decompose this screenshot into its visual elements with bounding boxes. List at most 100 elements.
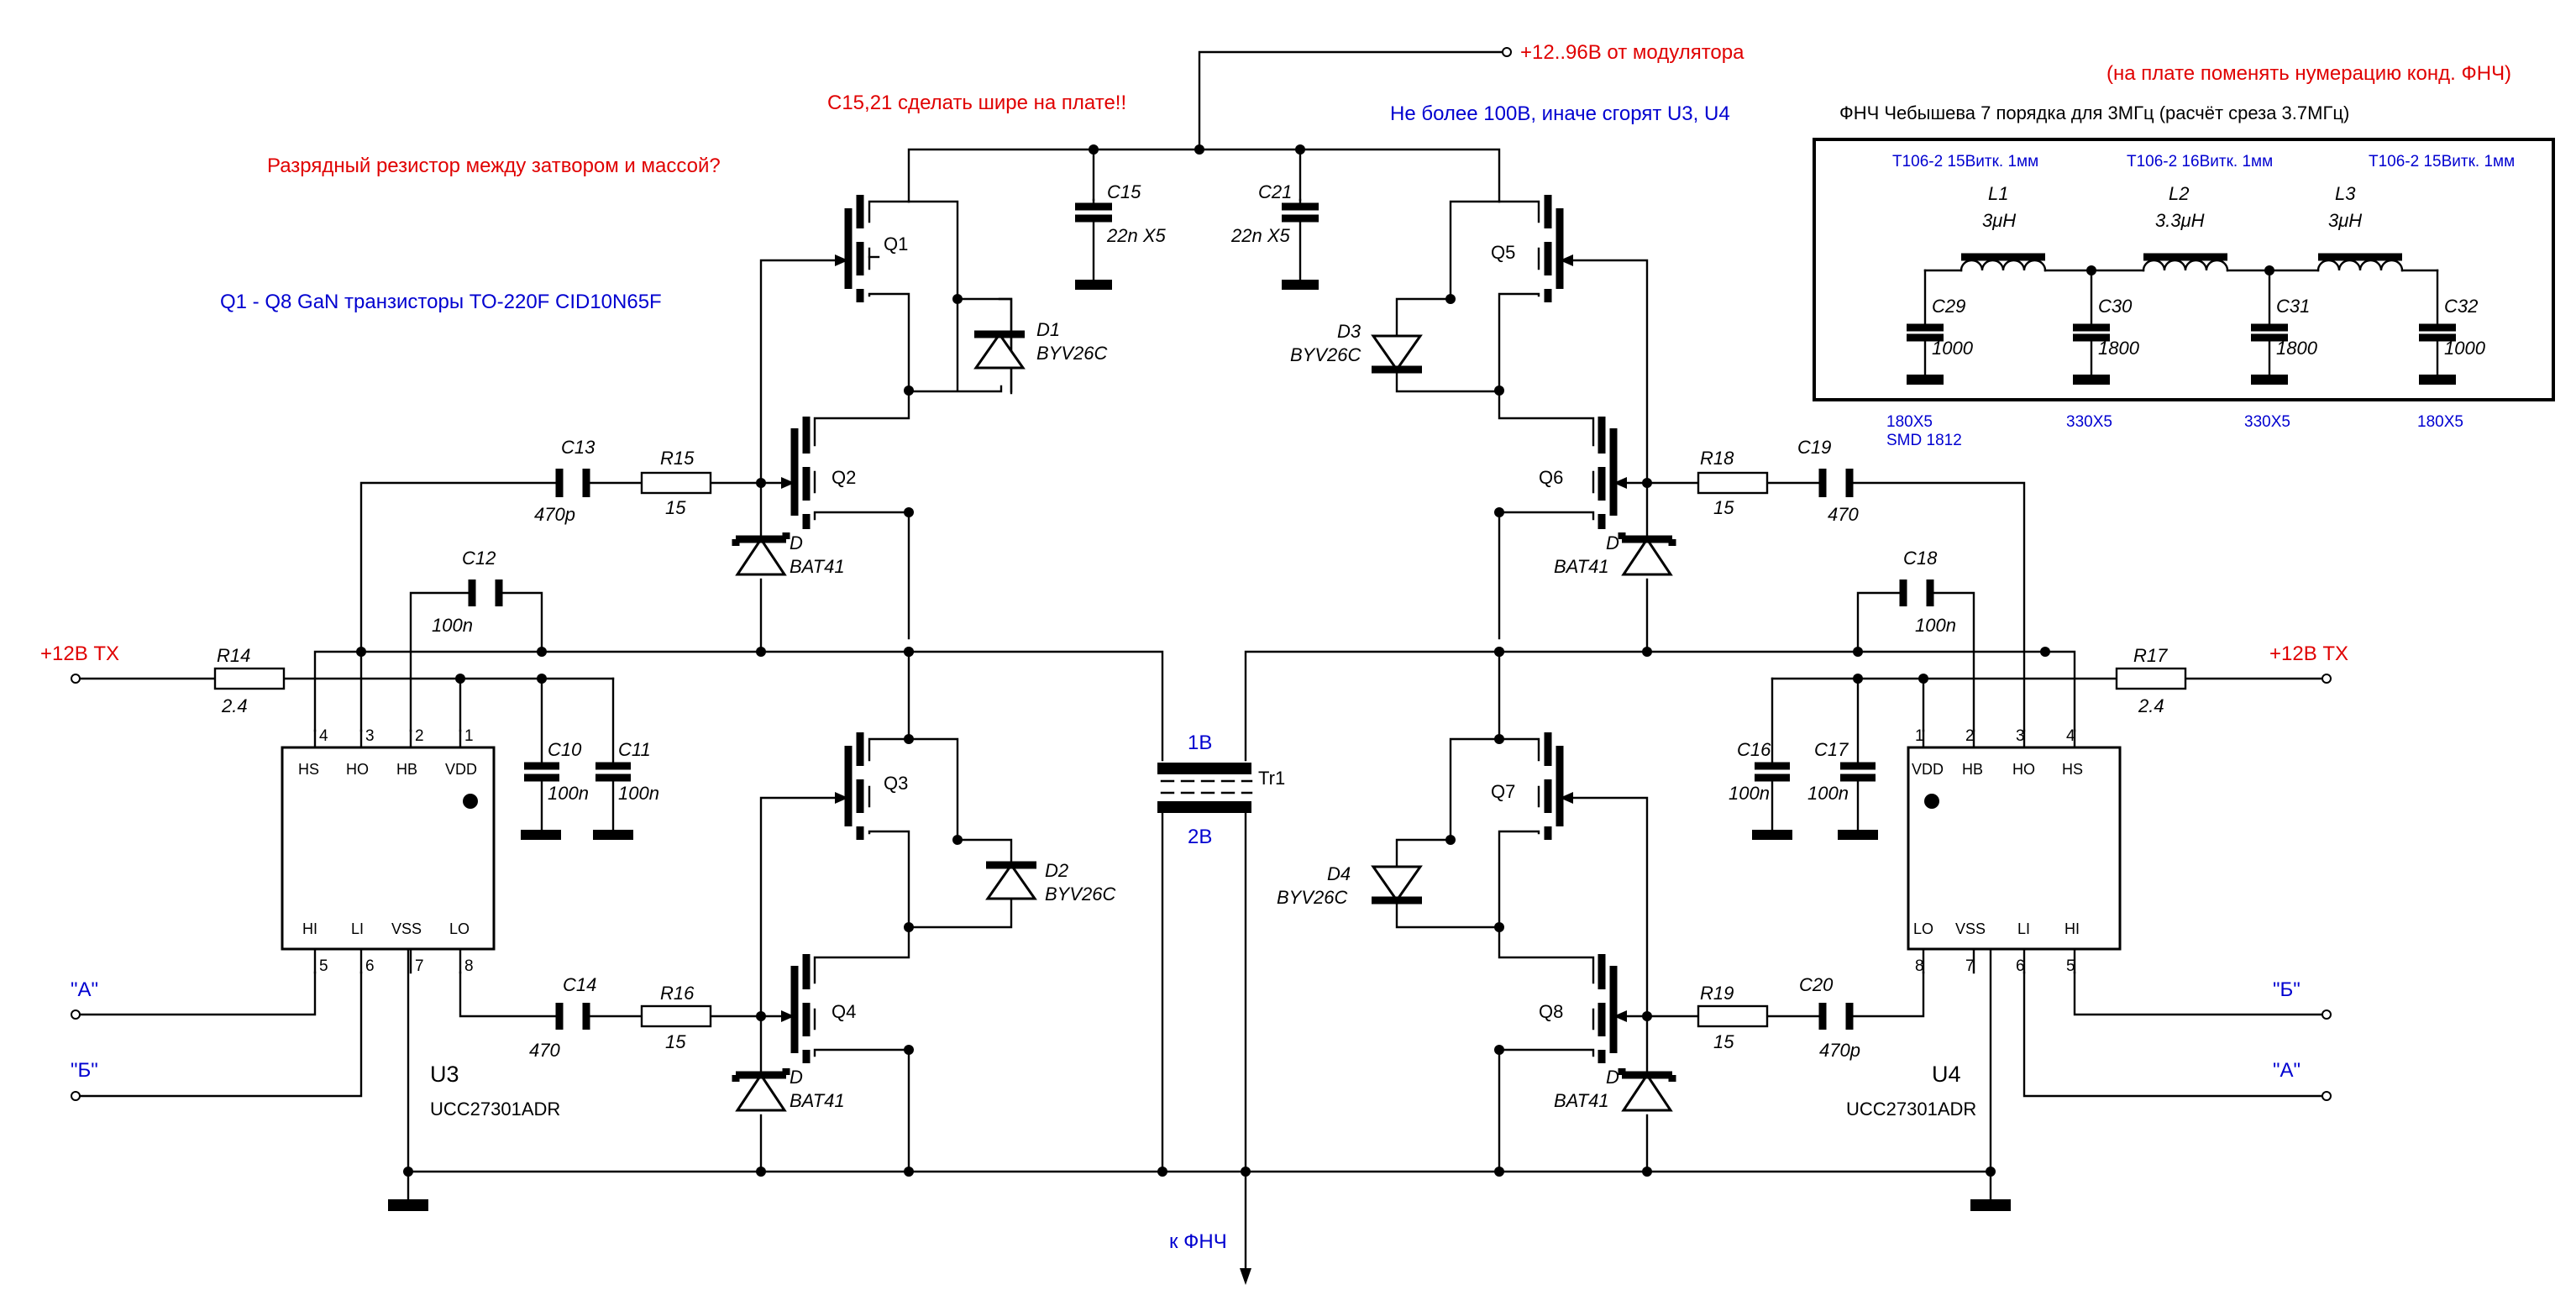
driver-u3: [78, 469, 763, 1098]
q5-label: Q5: [1491, 242, 1515, 263]
c15-ref: C15: [1107, 181, 1141, 202]
u4-pin-vdd: VDD: [1912, 761, 1944, 778]
u3-pin-num-8: 8: [464, 957, 474, 975]
l2-ref: L2: [2169, 183, 2189, 204]
c30-value: 1800: [2098, 338, 2140, 359]
d1-part: BYV26C: [1036, 343, 1107, 364]
u4-pin-num-5: 5: [2066, 957, 2075, 975]
u4-pin-num-1: 1: [1915, 727, 1924, 745]
tr1-ref: Tr1: [1258, 768, 1285, 789]
u3-supply-terminal[interactable]: [71, 674, 81, 684]
c19-ref: C19: [1797, 437, 1831, 458]
r15-ref: R15: [660, 448, 695, 469]
right-upper-stage: [1371, 195, 1676, 657]
q3-label: Q3: [884, 773, 908, 794]
supply-terminal[interactable]: [1502, 47, 1512, 57]
u4-pin-num-7: 7: [1965, 957, 1975, 975]
l3-ref: L3: [2335, 183, 2356, 204]
u4-pin-num-6: 6: [2016, 957, 2025, 975]
r14-value: 2.4: [221, 695, 248, 716]
l1-ref: L1: [1988, 183, 2008, 204]
c10-value: 100n: [548, 783, 589, 804]
q7-label: Q7: [1491, 781, 1515, 802]
u4-part: UCC27301ADR: [1846, 1099, 1976, 1120]
low-pass-filter: T106-2 15Витк. 1мм T106-2 16Витк. 1мм T1…: [1813, 138, 2555, 401]
c11-ref: C11: [618, 739, 651, 760]
u3-input-b-terminal[interactable]: [71, 1091, 81, 1101]
c17-ref: C17: [1814, 739, 1849, 760]
u3-input-a-terminal[interactable]: [71, 1009, 81, 1020]
u3-pin-vss: VSS: [391, 920, 422, 937]
c30-type: 330X5: [2066, 413, 2112, 431]
c14-value: 470: [529, 1040, 560, 1061]
d1-ref: D1: [1036, 319, 1060, 340]
c16-ref: C16: [1737, 739, 1771, 760]
u3-pin-lo: LO: [449, 920, 470, 937]
d-right-lower-ref: D: [1606, 1067, 1619, 1088]
u4-pin-ho: HO: [2012, 761, 2035, 778]
d-right-upper-part: BAT41: [1554, 556, 1609, 577]
note-voltage-warning: Не более 100В, иначе сгорят U3, U4: [1390, 102, 1730, 125]
u4-input-a-terminal[interactable]: [2322, 1091, 2332, 1101]
left-supply-label: +12В TX: [40, 642, 119, 665]
u4-pin-li: LI: [2017, 920, 2030, 937]
c31-type: 330X5: [2244, 413, 2290, 431]
r14-ref: R14: [217, 645, 250, 666]
u4-pin-hs: HS: [2062, 761, 2083, 778]
c20-value: 470p: [1819, 1040, 1860, 1061]
u4-pin-vss: VSS: [1955, 920, 1986, 937]
tr1-primary-label: 1В: [1188, 732, 1212, 754]
l2-core: T106-2 16Витк. 1мм: [2127, 153, 2273, 170]
l2-value: 3.3μH: [2155, 210, 2205, 231]
c18-value: 100n: [1915, 615, 1956, 636]
u4-input-b-terminal[interactable]: [2322, 1009, 2332, 1020]
right-lower-stage: [1371, 647, 1676, 1173]
driver-u4: [1645, 469, 2323, 1098]
c20-ref: C20: [1799, 974, 1834, 995]
r16-ref: R16: [660, 983, 695, 1004]
d2-part: BYV26C: [1045, 884, 1115, 905]
c31-ref: C31: [2276, 296, 2310, 317]
u4-supply-terminal[interactable]: [2322, 674, 2332, 684]
d4-part: BYV26C: [1277, 887, 1347, 908]
filter-title: ФНЧ Чебышева 7 порядка для 3МГц (расчёт …: [1839, 102, 2349, 123]
c30-ref: C30: [2098, 296, 2133, 317]
r18-ref: R18: [1700, 448, 1734, 469]
note-renumber: (на плате поменять нумерацию конд. ФНЧ): [2106, 62, 2511, 85]
u4-pin-hi: HI: [2064, 920, 2080, 937]
u4-pin-num-8: 8: [1915, 957, 1924, 975]
r17-value: 2.4: [2138, 695, 2164, 716]
u3-pin-num-2: 2: [415, 727, 424, 745]
u3-pin-li: LI: [351, 920, 364, 937]
d-right-upper-ref: D: [1606, 532, 1619, 553]
inductor-l3: [2316, 259, 2404, 272]
d2-ref: D2: [1045, 860, 1068, 881]
supply-label: +12..96В от модулятора: [1520, 41, 1744, 64]
l1-core: T106-2 15Витк. 1мм: [1892, 153, 2038, 170]
c12-value: 100n: [432, 615, 473, 636]
u4-pin-hb: HB: [1962, 761, 1983, 778]
c16-value: 100n: [1729, 783, 1770, 804]
u3-pin-vdd: VDD: [445, 761, 477, 778]
u4-pin-num-2: 2: [1965, 727, 1975, 745]
q1-label: Q1: [884, 233, 908, 254]
c29-ref: C29: [1932, 296, 1965, 317]
l3-core: T106-2 15Витк. 1мм: [2369, 153, 2515, 170]
q4-label: Q4: [832, 1001, 856, 1022]
u3-pin-num-3: 3: [365, 727, 375, 745]
r16-value: 15: [665, 1031, 686, 1052]
c13-value: 470p: [534, 504, 575, 525]
d-left-lower-ref: D: [790, 1067, 803, 1088]
d3-part: BYV26C: [1290, 344, 1361, 365]
u3-pin-hb: HB: [396, 761, 417, 778]
d-left-lower-part: BAT41: [790, 1090, 845, 1111]
inductor-l1: [1960, 259, 2047, 272]
c12-ref: C12: [462, 548, 496, 569]
left-lower-stage: [732, 647, 1037, 1173]
note-discharge-resistor: Разрядный резистор между затвором и масс…: [267, 155, 721, 177]
u4-ref: U4: [1932, 1062, 1961, 1087]
u3-pin-hi: HI: [302, 920, 317, 937]
c29-type: 180X5: [1886, 413, 1933, 431]
c21-value: 22n X5: [1230, 225, 1290, 246]
